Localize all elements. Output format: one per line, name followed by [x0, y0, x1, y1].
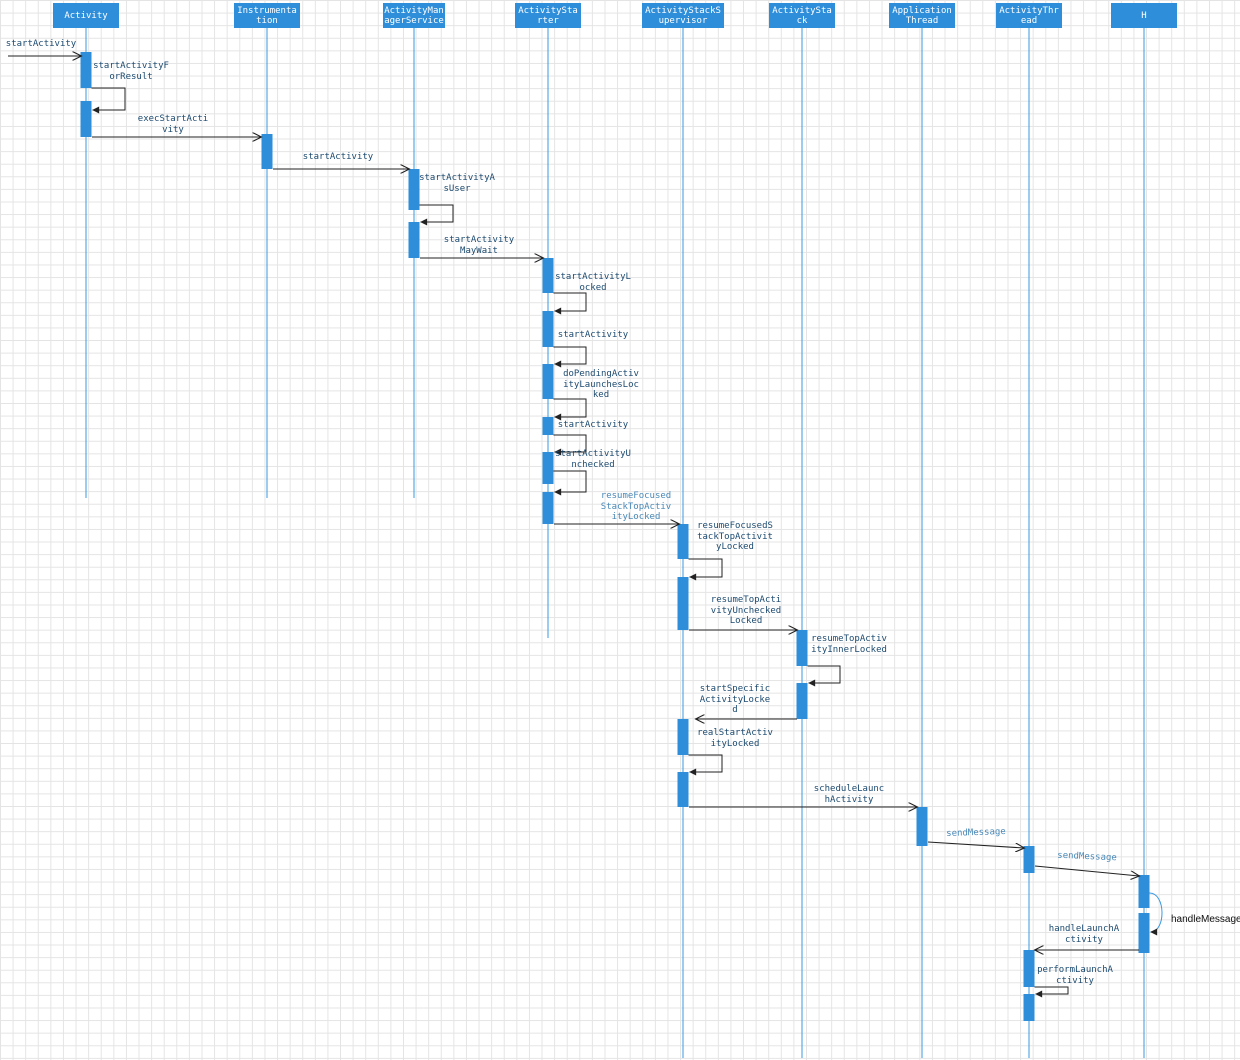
message-label-m06: startActivity MayWait [443, 235, 515, 256]
message-arrow-m21 [1149, 892, 1163, 936]
activation-bar-h [1138, 913, 1150, 953]
lifeline-label: Activity [64, 10, 108, 21]
message-arrow-m20 [1034, 865, 1139, 876]
message-label-m09: doPendingActiv ityLaunchesLoc ked [563, 369, 639, 401]
activation-bar-ams [408, 169, 420, 210]
message-arrow-m07 [553, 292, 587, 315]
lifeline-label: ActivitySta ck [772, 5, 832, 26]
activation-bar-starter [542, 492, 554, 524]
activation-bar-activity [80, 101, 92, 137]
activation-bar-starter [542, 452, 554, 484]
message-label-m13: resumeFocusedS tackTopActivit yLocked [697, 521, 773, 553]
message-arrow-m23 [1034, 986, 1069, 998]
activation-bar-supervisor [677, 577, 689, 630]
message-arrow-m15 [807, 665, 841, 687]
activation-bar-thread [1023, 994, 1035, 1021]
lifeline-header-starter[interactable]: ActivitySta rter [515, 3, 581, 28]
lifeline-header-activity[interactable]: Activity [53, 3, 119, 28]
activation-bar-h [1138, 875, 1150, 908]
lifeline-header-ams[interactable]: ActivityMan agerService [383, 3, 445, 28]
lifeline-header-supervisor[interactable]: ActivityStackS upervisor [642, 3, 724, 28]
lifeline-header-thread[interactable]: ActivityThr ead [996, 3, 1062, 28]
message-label-m03: execStartActi vity [137, 114, 209, 135]
lifeline-label: ActivityStackS upervisor [645, 5, 721, 26]
lifeline-label: ActivityThr ead [999, 5, 1059, 26]
activation-bar-activity [80, 52, 92, 88]
message-arrow-m11 [553, 470, 587, 496]
lifeline-label: ActivitySta rter [518, 5, 578, 26]
message-arrow-m17 [688, 754, 723, 776]
message-arrow-m05 [419, 204, 454, 226]
message-arrow-m09 [553, 398, 587, 421]
message-label-m11: startActivityU nchecked [555, 449, 631, 470]
lifeline-header-stack[interactable]: ActivitySta ck [769, 3, 835, 28]
message-label-m01: startActivity [5, 39, 77, 49]
activation-bar-ams [408, 222, 420, 258]
message-arrow-m10 [553, 434, 587, 456]
lifeline-label: H [1141, 10, 1147, 21]
activation-bar-stack [796, 683, 808, 719]
lifeline-label: Instrumenta tion [237, 5, 297, 26]
activation-bar-starter [542, 364, 554, 399]
activation-bar-instrumentation [261, 134, 273, 169]
lifeline-header-h[interactable]: H [1111, 3, 1177, 28]
activation-bar-starter [542, 417, 554, 435]
lifeline-label: Application Thread [892, 5, 952, 26]
activation-bar-starter [542, 258, 554, 293]
message-label-m02: startActivityF orResult [93, 61, 169, 82]
message-label-m04: startActivity [302, 152, 374, 162]
message-arrow-m19 [927, 841, 1024, 848]
message-label-m19: sendMessage [946, 826, 1006, 840]
message-label-m22: handleLaunchA ctivity [1048, 924, 1120, 945]
message-arrow-m08 [553, 346, 587, 368]
message-arrow-m02 [91, 87, 126, 114]
message-label-m15: resumeTopActiv ityInnerLocked [811, 634, 887, 655]
message-label-m08: startActivity [557, 330, 629, 340]
activation-bar-supervisor [677, 524, 689, 559]
message-label-m07: startActivityL ocked [555, 272, 631, 293]
activation-bar-thread [1023, 950, 1035, 987]
activation-bar-starter [542, 311, 554, 347]
message-label-m14: resumeTopActi vityUnchecked Locked [710, 595, 782, 627]
message-label-m21: handleMessage [1171, 914, 1240, 925]
lifeline-header-appthread[interactable]: Application Thread [889, 3, 955, 28]
activation-bar-appthread [916, 807, 928, 846]
activation-bar-supervisor [677, 772, 689, 807]
message-label-m23: performLaunchA ctivity [1037, 965, 1113, 986]
activation-bar-supervisor [677, 719, 689, 755]
lifeline-header-instrumentation[interactable]: Instrumenta tion [234, 3, 300, 28]
message-label-m12: resumeFocused StackTopActiv ityLocked [600, 491, 672, 523]
activation-bar-stack [796, 630, 808, 666]
message-label-m16: startSpecific ActivityLocke d [699, 684, 771, 716]
message-label-m18: scheduleLaunc hActivity [813, 784, 885, 805]
activation-bar-thread [1023, 846, 1035, 873]
lifeline-label: ActivityMan agerService [384, 5, 444, 26]
message-label-m17: realStartActiv ityLocked [697, 728, 773, 749]
message-label-m10: startActivity [557, 420, 629, 430]
message-arrow-m13 [688, 558, 723, 581]
message-label-m05: startActivityA sUser [419, 173, 495, 194]
